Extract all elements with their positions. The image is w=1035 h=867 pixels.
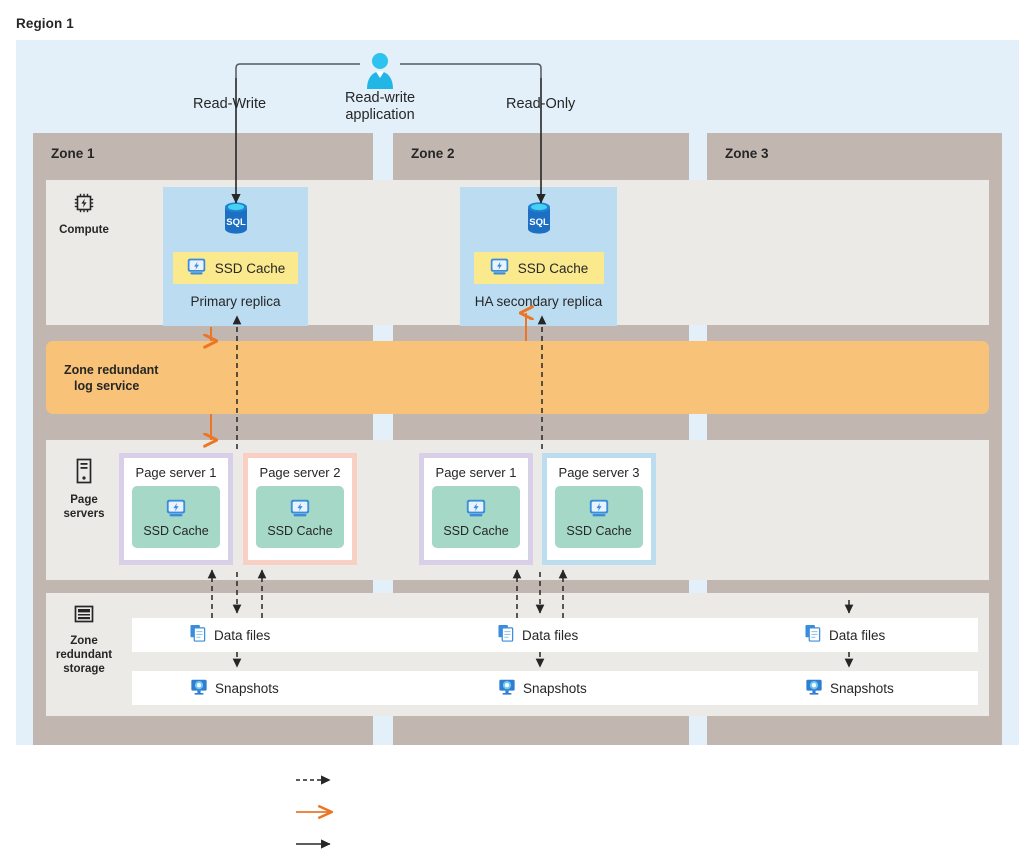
snapshots-label: Snapshots [523, 680, 587, 696]
documents-icon [498, 624, 515, 646]
zone-redundant-log-service: Zone redundant log service [46, 341, 989, 414]
page-server-name: Page server 2 [259, 465, 341, 480]
page-servers-label-1: Page [70, 494, 98, 506]
primary-replica-card[interactable]: SQL SSD Cache Primary replica [163, 187, 308, 326]
storage-rail-label: Zone redundant storage [46, 603, 122, 676]
replica-name: HA secondary replica [474, 294, 603, 309]
ssd-cache-label: SSD Cache [143, 523, 209, 538]
ssd-disk-icon [289, 497, 311, 522]
storage-stack-icon [46, 603, 122, 629]
compute-rail-label: Compute [46, 192, 122, 237]
page-server-card-3[interactable]: Page server 1 SSD Cache [419, 453, 533, 565]
ssd-cache-label: SSD Cache [267, 523, 333, 538]
page-servers-label-2: servers [63, 508, 105, 520]
zone-label: Zone 2 [411, 145, 455, 161]
zone-header-1: Zone 1 [33, 133, 373, 173]
storage-label-2: redundant [55, 649, 113, 661]
ssd-disk-icon [465, 497, 487, 522]
ssd-cache-label: SSD Cache [443, 523, 509, 538]
snapshot-icon [190, 678, 208, 699]
data-files-row: Data files Data files [132, 618, 978, 652]
snapshots-cell-zone3[interactable]: Snapshots [805, 671, 894, 705]
ssd-cache-box: SSD Cache [432, 486, 520, 548]
read-write-label: Read-Write [193, 96, 267, 112]
page-server-name: Page server 1 [135, 465, 217, 480]
documents-icon [190, 624, 207, 646]
ssd-disk-icon [489, 256, 510, 280]
sql-database-icon: SQL [524, 201, 554, 242]
ssd-disk-icon [165, 497, 187, 522]
application-label-line1: Read-write [344, 90, 416, 106]
zone-label: Zone 1 [51, 145, 95, 161]
page-server-name: Page server 1 [435, 465, 517, 480]
data-files-cell-zone3[interactable]: Data files [805, 618, 885, 652]
sql-database-icon: SQL [221, 201, 251, 242]
zone-label: Zone 3 [725, 145, 769, 161]
svg-text:SQL: SQL [529, 217, 549, 228]
replica-name: Primary replica [190, 294, 281, 309]
ssd-cache-label: SSD Cache [517, 260, 589, 276]
data-files-label: Data files [214, 627, 271, 643]
application-label: Read-write application [318, 90, 442, 124]
read-only-label: Read-Only [506, 96, 576, 112]
server-icon [46, 458, 122, 488]
ssd-cache-band: SSD Cache [473, 252, 604, 284]
data-files-label: Data files [829, 627, 886, 643]
page-server-card-4[interactable]: Page server 3 SSD Cache [542, 453, 656, 565]
snapshot-icon [498, 678, 516, 699]
snapshots-row: Snapshots Snapshots [132, 671, 978, 705]
page-server-card-1[interactable]: Page server 1 SSD Cache [119, 453, 233, 565]
zone-header-3: Zone 3 [707, 133, 1002, 173]
ssd-disk-icon [588, 497, 610, 522]
page-server-card-2[interactable]: Page server 2 SSD Cache [243, 453, 357, 565]
storage-label-3: storage [63, 663, 105, 675]
application-label-line2: application [345, 107, 415, 123]
ssd-cache-label: SSD Cache [566, 523, 632, 538]
data-files-label: Data files [522, 627, 579, 643]
snapshots-cell-zone1[interactable]: Snapshots [190, 671, 279, 705]
region-title: Region 1 [16, 16, 74, 31]
ssd-cache-label: SSD Cache [214, 260, 286, 276]
log-service-line1: Zone redundant [64, 362, 159, 377]
page-servers-rail-label: Page servers [46, 458, 122, 521]
page-server-name: Page server 3 [558, 465, 640, 480]
ssd-disk-icon [186, 256, 207, 280]
svg-text:SQL: SQL [226, 217, 246, 228]
compute-label: Compute [59, 224, 109, 236]
documents-icon [805, 624, 822, 646]
ssd-cache-box: SSD Cache [555, 486, 643, 548]
snapshot-icon [805, 678, 823, 699]
data-files-cell-zone1[interactable]: Data files [190, 618, 270, 652]
ssd-cache-box: SSD Cache [256, 486, 344, 548]
ssd-cache-band: SSD Cache [173, 252, 298, 284]
snapshots-label: Snapshots [830, 680, 894, 696]
user-icon [365, 52, 395, 90]
snapshots-label: Snapshots [215, 680, 279, 696]
ssd-cache-box: SSD Cache [132, 486, 220, 548]
storage-label-1: Zone [70, 635, 98, 647]
snapshots-cell-zone2[interactable]: Snapshots [498, 671, 587, 705]
data-files-cell-zone2[interactable]: Data files [498, 618, 578, 652]
cpu-chip-icon [46, 192, 122, 218]
zone-header-2: Zone 2 [393, 133, 689, 173]
ha-secondary-replica-card[interactable]: SQL SSD Cache HA secondary replica [460, 187, 617, 326]
log-service-line2: log service [74, 378, 140, 393]
legend: Non-covering SSD cache Covering SSD cach… [0, 760, 1035, 860]
